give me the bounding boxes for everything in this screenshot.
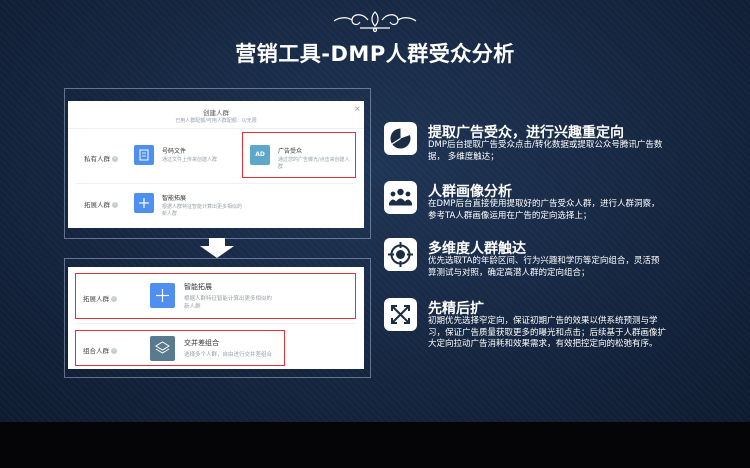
card-desc-line1: 根据人群特征智能计算出更多相似的: [184, 296, 273, 302]
card-smart-expand[interactable]: 智能拓展 根据人群特征智能计算出更多相似的新人群: [128, 187, 278, 225]
feature-desc: 优先选取TA的年龄区间、行为兴趣和学历等定向组合，灵活预算测试与对照，确定高潜人…: [428, 256, 660, 278]
screenshot-frame-bottom: [64, 258, 371, 378]
ad-icon-text: AD: [255, 151, 265, 158]
dialog-title: 创建人群: [203, 109, 229, 117]
card-desc: 选择多个人群，自由进行交并差组合: [184, 352, 273, 358]
ad-icon: AD: [250, 145, 270, 165]
info-icon: i: [111, 296, 117, 302]
divider: [76, 183, 356, 184]
highlight-box-combination: [75, 330, 285, 366]
feature-narrow-then-expand: 先精后扩 初期优先选择窄定向，保证初期广告的效果以供系统预测与学习，保证广告质量…: [384, 298, 667, 368]
card-desc: 通过文件上传来创建人群: [162, 157, 218, 163]
people-group-icon: [384, 181, 417, 214]
feature-heading: 提取广告受众，进行兴趣重定向: [428, 125, 624, 141]
divider: [68, 128, 364, 129]
pie-chart-icon: [384, 122, 417, 155]
file-icon: [134, 145, 154, 165]
row-label-private-text: 私有人群: [84, 155, 110, 163]
card-title: 交并差组合: [184, 339, 219, 347]
card-title: 智能拓展: [184, 283, 212, 291]
card-ad-audience[interactable]: AD 广告受众 通过您的广告曝光/点击来创建人群: [246, 137, 352, 177]
plus-icon: [134, 193, 154, 213]
card-title: 智能拓展: [162, 195, 187, 202]
feature-heading: 先精后扩: [428, 301, 484, 317]
bottom-black-bar: [0, 422, 750, 468]
down-arrow-icon: [200, 238, 234, 258]
feature-desc: 在DMP后台直接使用提取好的广告受众人群，进行人群洞察，参考TA人群画像运用在广…: [428, 199, 660, 221]
feature-desc: 初期优先选择窄定向，保证初期广告的效果以供系统预测与学习，保证广告质量获取更多的…: [428, 316, 667, 349]
divider: [76, 323, 356, 324]
feature-heading: 多维度人群触达: [428, 241, 526, 257]
feature-audience-profile: 人群画像分析 在DMP后台直接使用提取好的广告受众人群，进行人群洞察，参考TA人…: [384, 181, 664, 231]
info-icon: i: [112, 202, 118, 208]
feature-multi-dim-reach: 多维度人群触达 优先选取TA的年龄区间、行为兴趣和学历等定向组合，灵活预算测试与…: [384, 238, 664, 288]
row-label-expand-text: 拓展人群: [84, 201, 110, 209]
slide-background: 营销工具-DMP人群受众分析 创建人群 已用人群配额/可用人群配额：0/无限 ×…: [0, 0, 750, 422]
card-desc: 通过您的广告曝光/点击来创建人群: [278, 157, 350, 170]
card-title: 号码文件: [162, 148, 187, 155]
quota-text: 已用人群配额/可用人群配额：0/无限: [175, 118, 257, 124]
close-icon[interactable]: ×: [354, 104, 361, 113]
page-title: 营销工具-DMP人群受众分析: [235, 42, 515, 66]
card-smart-expand[interactable]: 智能拓展 根据人群特征智能计算出更多相似的 新人群: [146, 277, 346, 315]
info-icon: i: [111, 348, 117, 354]
crosshair-target-icon: [384, 238, 417, 271]
feature-extract-audience: 提取广告受众，进行兴趣重定向 DMP后台提取广告受众点击/转化数据或提取公众号腾…: [384, 122, 664, 172]
plus-icon: [150, 283, 175, 308]
layers-icon: [150, 336, 175, 361]
info-icon: i: [112, 156, 118, 162]
highlight-box-smart-expand: [75, 273, 356, 319]
decorative-ornament-icon: [333, 11, 417, 33]
card-desc-line2: 新人群: [184, 304, 201, 310]
expand-arrows-icon: [384, 298, 417, 331]
feature-heading: 人群画像分析: [428, 184, 512, 200]
row-label-combine-text: 组合人群: [83, 347, 109, 355]
row-label-expand-text: 拓展人群: [83, 295, 109, 303]
card-desc: 根据人群特征智能计算出更多相似的新人群: [162, 204, 243, 217]
feature-desc: DMP后台提取广告受众点击/转化数据或提取公众号腾讯广告数据， 多维度触达；: [428, 140, 663, 162]
card-combination[interactable]: 交并差组合 选择多个人群，自由进行交并差组合: [146, 333, 280, 363]
card-title: 广告受众: [278, 148, 303, 155]
highlight-box-ad-audience: [242, 132, 356, 178]
card-phone-file[interactable]: 号码文件 通过文件上传来创建人群: [128, 137, 238, 177]
